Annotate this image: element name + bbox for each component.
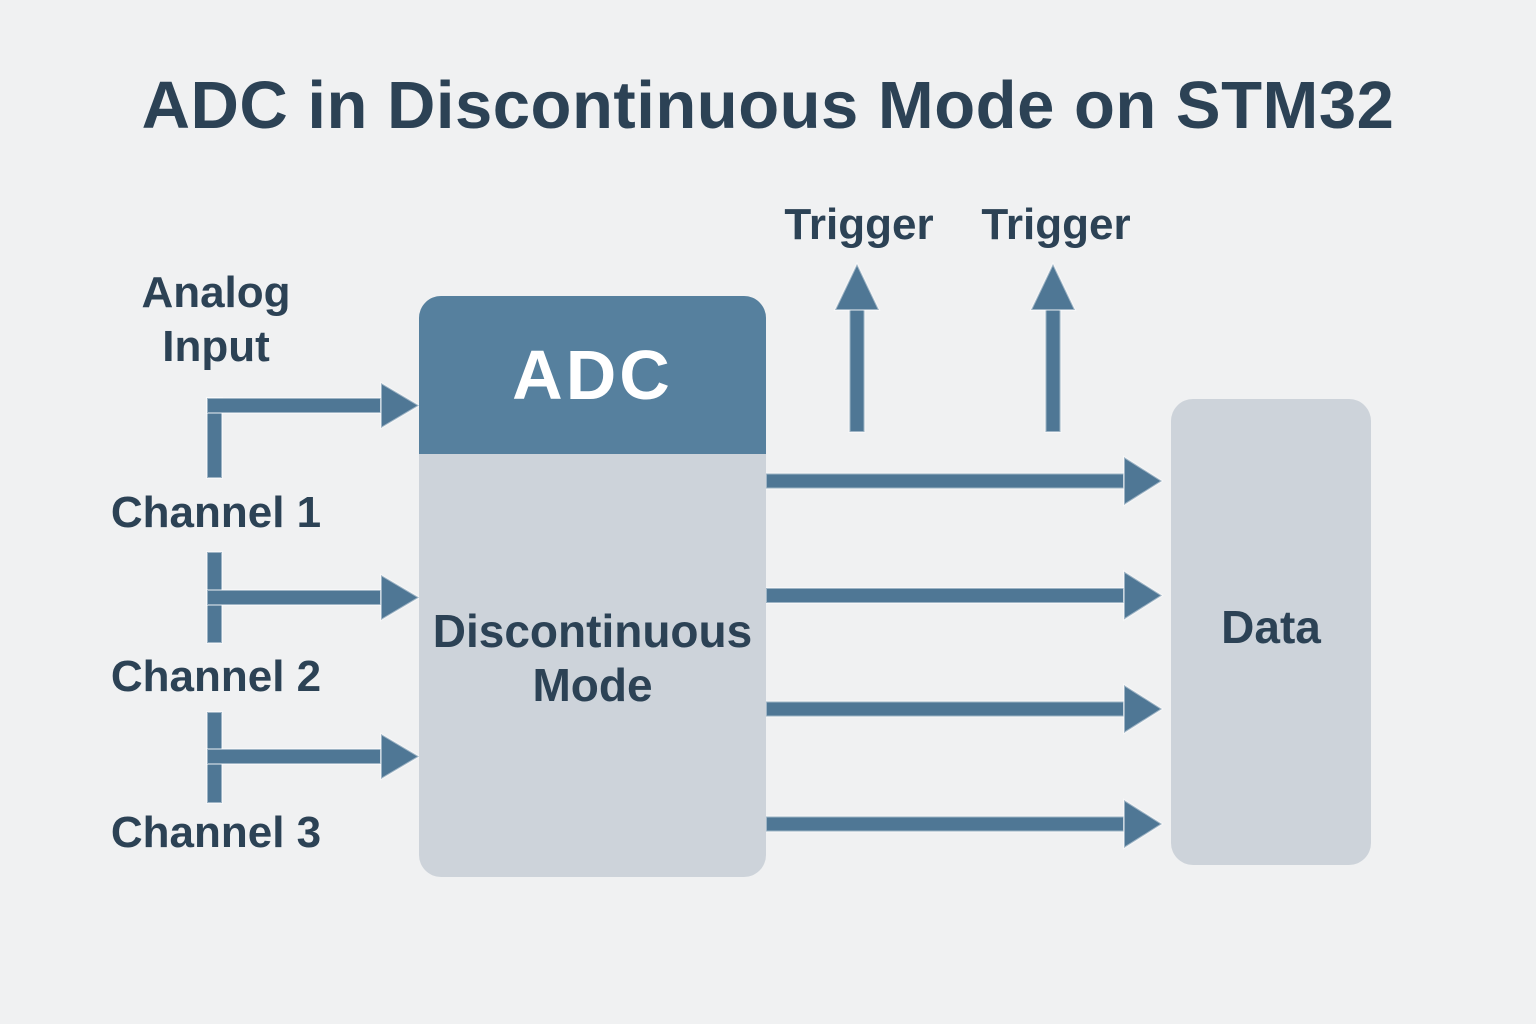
trigger-up-arrow-2 [1029,261,1077,433]
channel-2-label: Channel 2 [110,652,322,701]
adc-block: ADC Discontinuous Mode [419,296,766,877]
adc-block-header: ADC [419,296,766,454]
diagram-title: ADC in Discontinuous Mode on STM32 [141,68,1395,143]
adc-to-data-arrow-4 [765,798,1164,850]
channel-3-label: Channel 3 [110,808,322,857]
trigger-2-label: Trigger [981,200,1131,249]
analog-input-label: Analog Input [141,268,291,371]
data-block: Data [1171,399,1371,865]
trigger-1-label: Trigger [784,200,934,249]
adc-block-header-label: ADC [512,336,673,414]
trigger-up-arrow-1 [833,261,881,433]
adc-to-data-arrow-1 [765,455,1164,507]
analog-input-arrow [206,381,421,479]
data-block-label: Data [1221,601,1321,653]
adc-to-data-arrow-2 [765,569,1164,622]
adc-to-data-arrow-3 [765,683,1164,735]
channel-2-arrow [206,711,421,804]
channel-1-arrow [206,551,421,644]
channel-1-label: Channel 1 [110,488,322,537]
adc-block-body-label: Discontinuous Mode [432,604,753,711]
adc-block-body: Discontinuous Mode [419,454,766,877]
